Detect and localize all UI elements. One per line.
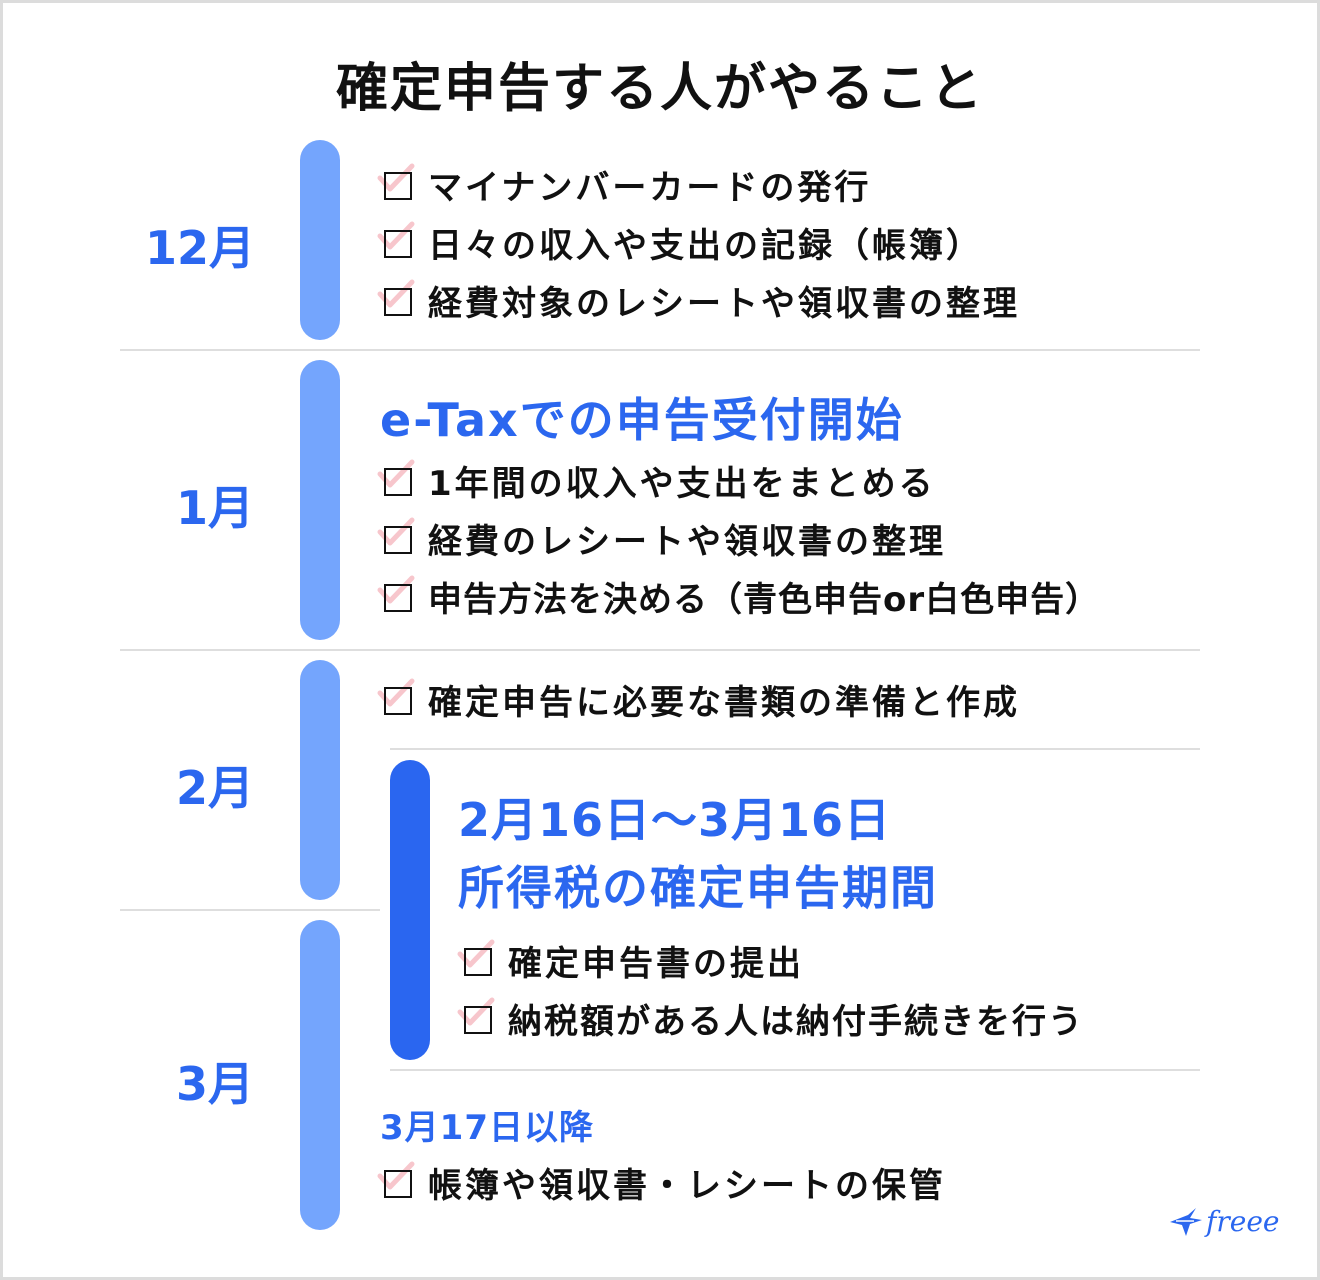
- after-deadline-heading: 3月17日以降: [380, 1108, 594, 1148]
- checkbox-icon: [377, 574, 415, 618]
- checkbox-icon: [457, 938, 495, 982]
- checklist-item: 納税額がある人は納付手続きを行う: [457, 996, 1084, 1042]
- checkbox-icon: [377, 677, 415, 721]
- checklist-item-label: 確定申告に必要な書類の準備と作成: [428, 682, 1020, 723]
- logo-text: freee: [1206, 1205, 1280, 1238]
- timeline-bar-january: [300, 360, 340, 640]
- separator-jan-feb: [120, 649, 1200, 651]
- separator-feb-mar: [120, 909, 380, 911]
- checklist-item: 1年間の収入や支出をまとめる: [377, 458, 936, 504]
- checkbox-icon: [457, 996, 495, 1040]
- checkbox-icon: [377, 278, 415, 322]
- checklist-item: 帳簿や領収書・レシートの保管: [377, 1160, 946, 1206]
- etax-start-heading: e-Taxでの申告受付開始: [380, 393, 904, 447]
- separator-dec-jan: [120, 349, 1200, 351]
- freee-logo: freee: [1168, 1205, 1279, 1238]
- filing-period-label: 所得税の確定申告期間: [458, 861, 938, 915]
- checklist-item-label: 確定申告書の提出: [508, 943, 804, 984]
- checklist-item: 申告方法を決める（青色申告or白色申告）: [377, 574, 1101, 620]
- filing-period-dates: 2月16日〜3月16日: [458, 793, 892, 847]
- separator-feb-item: [390, 748, 1200, 750]
- month-label-february: 2月: [175, 761, 254, 815]
- checklist-item-label: マイナンバーカードの発行: [428, 167, 872, 208]
- month-label-march: 3月: [175, 1057, 254, 1111]
- checklist-item-label: 経費のレシートや領収書の整理: [428, 521, 946, 562]
- page-title: 確定申告する人がやること: [335, 59, 984, 119]
- checkbox-icon: [377, 220, 415, 264]
- checklist-item: 確定申告書の提出: [457, 938, 804, 984]
- checklist-item: 経費のレシートや領収書の整理: [377, 516, 946, 562]
- timeline-bar-march: [300, 920, 340, 1230]
- checkbox-icon: [377, 162, 415, 206]
- checkbox-icon: [377, 458, 415, 502]
- checklist-item: 経費対象のレシートや領収書の整理: [377, 278, 1020, 324]
- checklist-item-label: 1年間の収入や支出をまとめる: [428, 463, 936, 504]
- checklist-item-label: 経費対象のレシートや領収書の整理: [428, 283, 1020, 324]
- checklist-item-label: 帳簿や領収書・レシートの保管: [428, 1165, 946, 1206]
- checklist-item: 確定申告に必要な書類の準備と作成: [377, 677, 1020, 723]
- separator-period-after: [390, 1069, 1200, 1071]
- checklist-item-label: 申告方法を決める（青色申告or白色申告）: [428, 579, 1101, 620]
- checkbox-icon: [377, 516, 415, 560]
- checkbox-icon: [377, 1160, 415, 1204]
- checklist-item-label: 納税額がある人は納付手続きを行う: [508, 1001, 1084, 1042]
- infographic-canvas: [3, 3, 1317, 1277]
- timeline-bar-february: [300, 660, 340, 900]
- month-label-december: 12月: [144, 221, 255, 275]
- bird-icon: [1170, 1207, 1202, 1236]
- timeline-bar-december: [300, 140, 340, 340]
- checklist-item-label: 日々の収入や支出の記録（帳簿）: [428, 225, 983, 266]
- checklist-item: 日々の収入や支出の記録（帳簿）: [377, 220, 983, 266]
- month-label-january: 1月: [175, 481, 254, 535]
- filing-period-bar: [390, 760, 430, 1060]
- checklist-item: マイナンバーカードの発行: [377, 162, 872, 208]
